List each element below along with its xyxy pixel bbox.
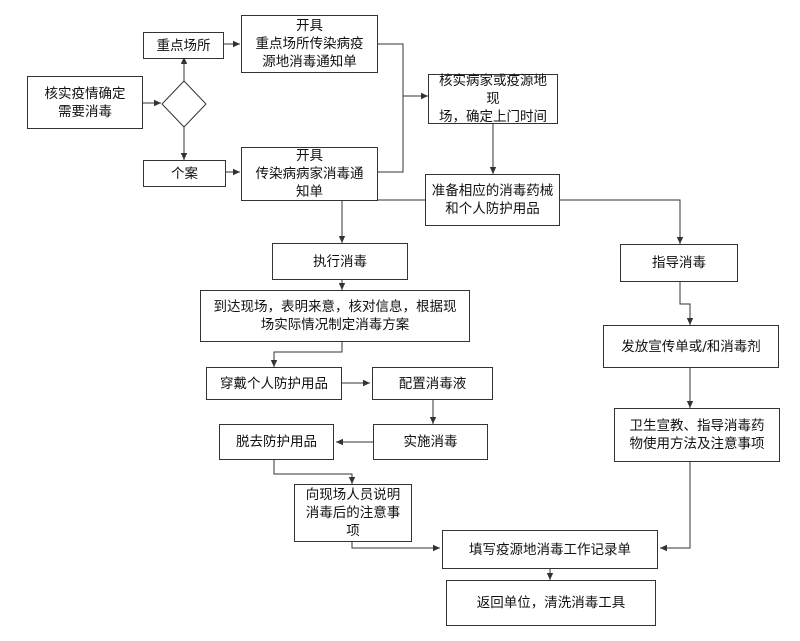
edge-remove-explain [273, 460, 356, 484]
explain-label: 向现场人员说明 消毒后的注意事 项 [305, 487, 401, 539]
implement-label: 实施消毒 [403, 434, 458, 450]
educate-label: 卫生宣教、指导消毒药 物使用方法及注意事项 [629, 418, 765, 452]
return-label: 返回单位，清洗消毒工具 [476, 595, 626, 611]
edge-issuekey-verify [378, 43, 404, 96]
wear-ppe-label: 穿戴个人防护用品 [220, 375, 328, 392]
start-box: 核实疫情确定 需要消毒 [27, 76, 143, 129]
arrive-label: 到达现场，表明来意，核对信息，根据现 场实际情况制定消毒方案 [213, 299, 457, 333]
edge-arrive-wear [270, 342, 343, 367]
distribute-label: 发放宣传单或/和消毒剂 [621, 338, 761, 355]
edge-prepare-execute [338, 199, 425, 243]
return-box: 返回单位，清洗消毒工具 [446, 580, 656, 626]
remove-ppe-box: 脱去防护用品 [219, 424, 334, 460]
edge-educate-record [660, 462, 691, 552]
start-label: 核实疫情确定 需要消毒 [44, 85, 126, 120]
prepare-label: 准备相应的消毒药械 和个人防护用品 [431, 183, 554, 217]
guide-label: 指导消毒 [652, 255, 706, 271]
guide-box: 指导消毒 [620, 244, 738, 282]
issue-key-place-label: 开具 重点场所传染病疫 源地消毒通知单 [255, 18, 364, 70]
record-label: 填写疫源地消毒工作记录单 [469, 541, 631, 558]
edge-prepare-guide [560, 199, 684, 244]
arrive-box: 到达现场，表明来意，核对信息，根据现 场实际情况制定消毒方案 [200, 290, 470, 342]
issue-case-box: 开具 传染病病家消毒通 知单 [241, 147, 378, 201]
edge-explain-record [351, 542, 440, 552]
config-box: 配置消毒液 [372, 367, 493, 400]
issue-key-place-box: 开具 重点场所传染病疫 源地消毒通知单 [241, 15, 378, 73]
remove-ppe-label: 脱去防护用品 [236, 434, 317, 450]
verify-label: 核实病家或疫源地现 场，确定上门时间 [439, 73, 547, 125]
educate-box: 卫生宣教、指导消毒药 物使用方法及注意事项 [614, 408, 780, 462]
verify-box: 核实病家或疫源地现 场，确定上门时间 [428, 73, 558, 125]
explain-box: 向现场人员说明 消毒后的注意事 项 [294, 484, 412, 542]
distribute-box: 发放宣传单或/和消毒剂 [603, 325, 779, 368]
decision-diamond [161, 80, 207, 128]
execute-box: 执行消毒 [272, 243, 408, 280]
prepare-box: 准备相应的消毒药械 和个人防护用品 [425, 174, 560, 226]
case-box: 个案 [143, 160, 226, 187]
issue-case-label: 开具 传染病病家消毒通 知单 [255, 148, 364, 200]
case-label: 个案 [171, 165, 198, 182]
execute-label: 执行消毒 [313, 253, 367, 270]
key-place-box: 重点场所 [143, 32, 224, 59]
wear-ppe-box: 穿戴个人防护用品 [206, 367, 342, 400]
edge-guide-distribute [679, 282, 694, 325]
edge-issuecase-verify [378, 96, 404, 173]
config-label: 配置消毒液 [398, 375, 467, 392]
implement-box: 实施消毒 [373, 424, 488, 460]
record-box: 填写疫源地消毒工作记录单 [442, 530, 658, 569]
key-place-label: 重点场所 [156, 37, 211, 54]
